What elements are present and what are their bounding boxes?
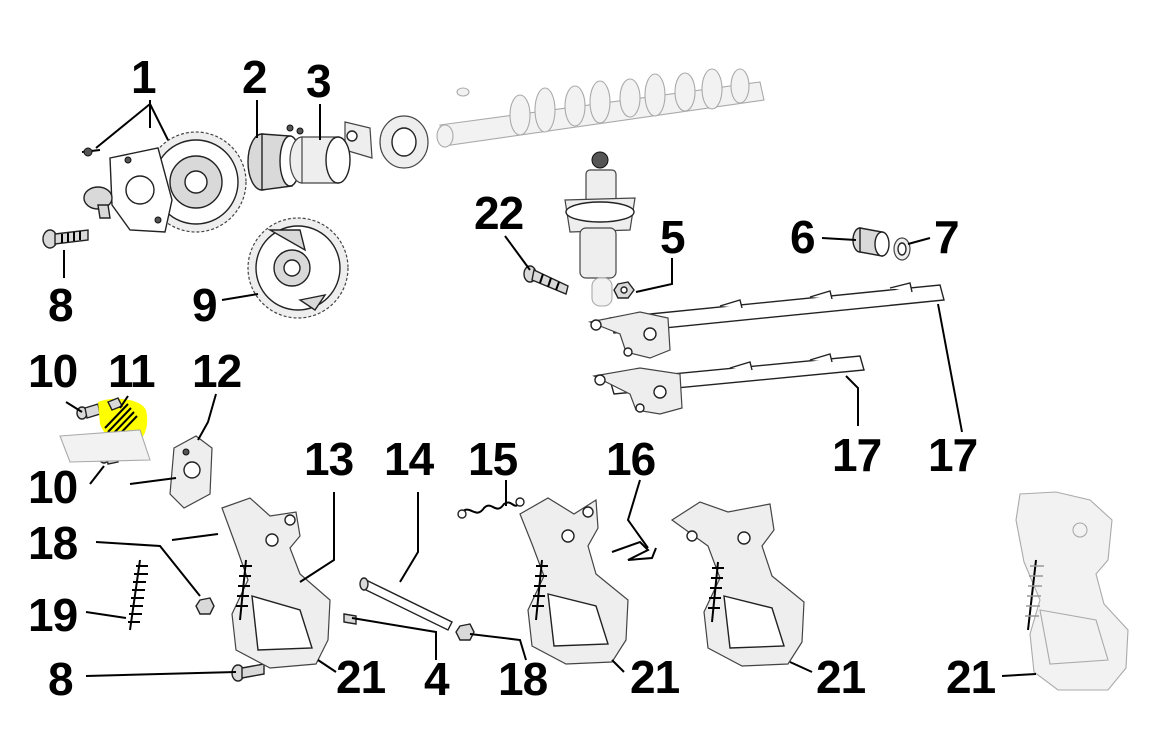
part-19-spring — [128, 559, 148, 631]
callout-13: 13 — [304, 433, 354, 485]
part-5-nut — [613, 281, 635, 299]
callout-17-left: 17 — [832, 429, 882, 481]
callout-17-right: 17 — [928, 429, 978, 481]
callout-15: 15 — [468, 433, 518, 485]
callout-12: 12 — [192, 345, 242, 397]
part-16-clip — [611, 540, 657, 561]
part-15-spring — [457, 497, 525, 519]
part-8-bolt-top — [42, 229, 89, 249]
callout-22: 22 — [474, 187, 524, 239]
callout-21-d: 21 — [946, 651, 996, 703]
callout-8-top: 8 — [48, 279, 74, 331]
bearing — [286, 115, 429, 169]
leader-lines — [63, 100, 1037, 677]
part-3-sleeve — [289, 136, 351, 184]
part-1-gear-hub — [81, 131, 247, 233]
part-18-nut-left — [195, 597, 215, 615]
part-21-assembly-1 — [171, 497, 331, 669]
part-12-plate — [129, 435, 213, 509]
part-6-bush — [852, 227, 890, 257]
part-17-rod-lower — [592, 353, 865, 415]
part-2-collar — [247, 133, 301, 191]
part-21-assembly-3 — [670, 501, 805, 667]
callout-10-upper: 10 — [28, 345, 78, 397]
camshaft — [436, 68, 765, 148]
callout-2: 2 — [242, 51, 268, 103]
callout-21-b: 21 — [630, 651, 680, 703]
part-18-nut-right — [455, 623, 475, 641]
callout-8-bottom: 8 — [48, 653, 74, 705]
callout-18-left: 18 — [28, 517, 78, 569]
part-21-assembly-2 — [519, 497, 629, 665]
callout-3: 3 — [306, 55, 332, 107]
callout-21-a: 21 — [336, 651, 386, 703]
part-9-gear — [247, 217, 349, 319]
part-8-bolt-bottom — [231, 663, 265, 682]
part-7-washer — [893, 237, 911, 261]
part-21-assembly-4-faint — [1015, 491, 1129, 691]
callout-7: 7 — [934, 211, 960, 263]
callout-19: 19 — [28, 589, 78, 641]
callout-9: 9 — [192, 279, 218, 331]
callout-4: 4 — [424, 653, 450, 705]
callout-6: 6 — [790, 211, 816, 263]
callout-11: 11 — [108, 345, 156, 397]
part-14-shaft — [359, 577, 453, 631]
callout-21-c: 21 — [816, 651, 866, 703]
callout-14: 14 — [384, 433, 434, 485]
callout-18-right: 18 — [498, 653, 548, 705]
callout-10-lower: 10 — [28, 461, 78, 513]
part-22-screw — [523, 265, 569, 295]
callout-1: 1 — [131, 51, 157, 103]
callout-16: 16 — [606, 433, 656, 485]
injection-pump — [564, 151, 636, 307]
part-17-rod-upper — [587, 282, 945, 359]
callout-5: 5 — [660, 211, 686, 263]
part-4-pin — [343, 613, 357, 625]
bracket-left-faint — [59, 429, 151, 463]
